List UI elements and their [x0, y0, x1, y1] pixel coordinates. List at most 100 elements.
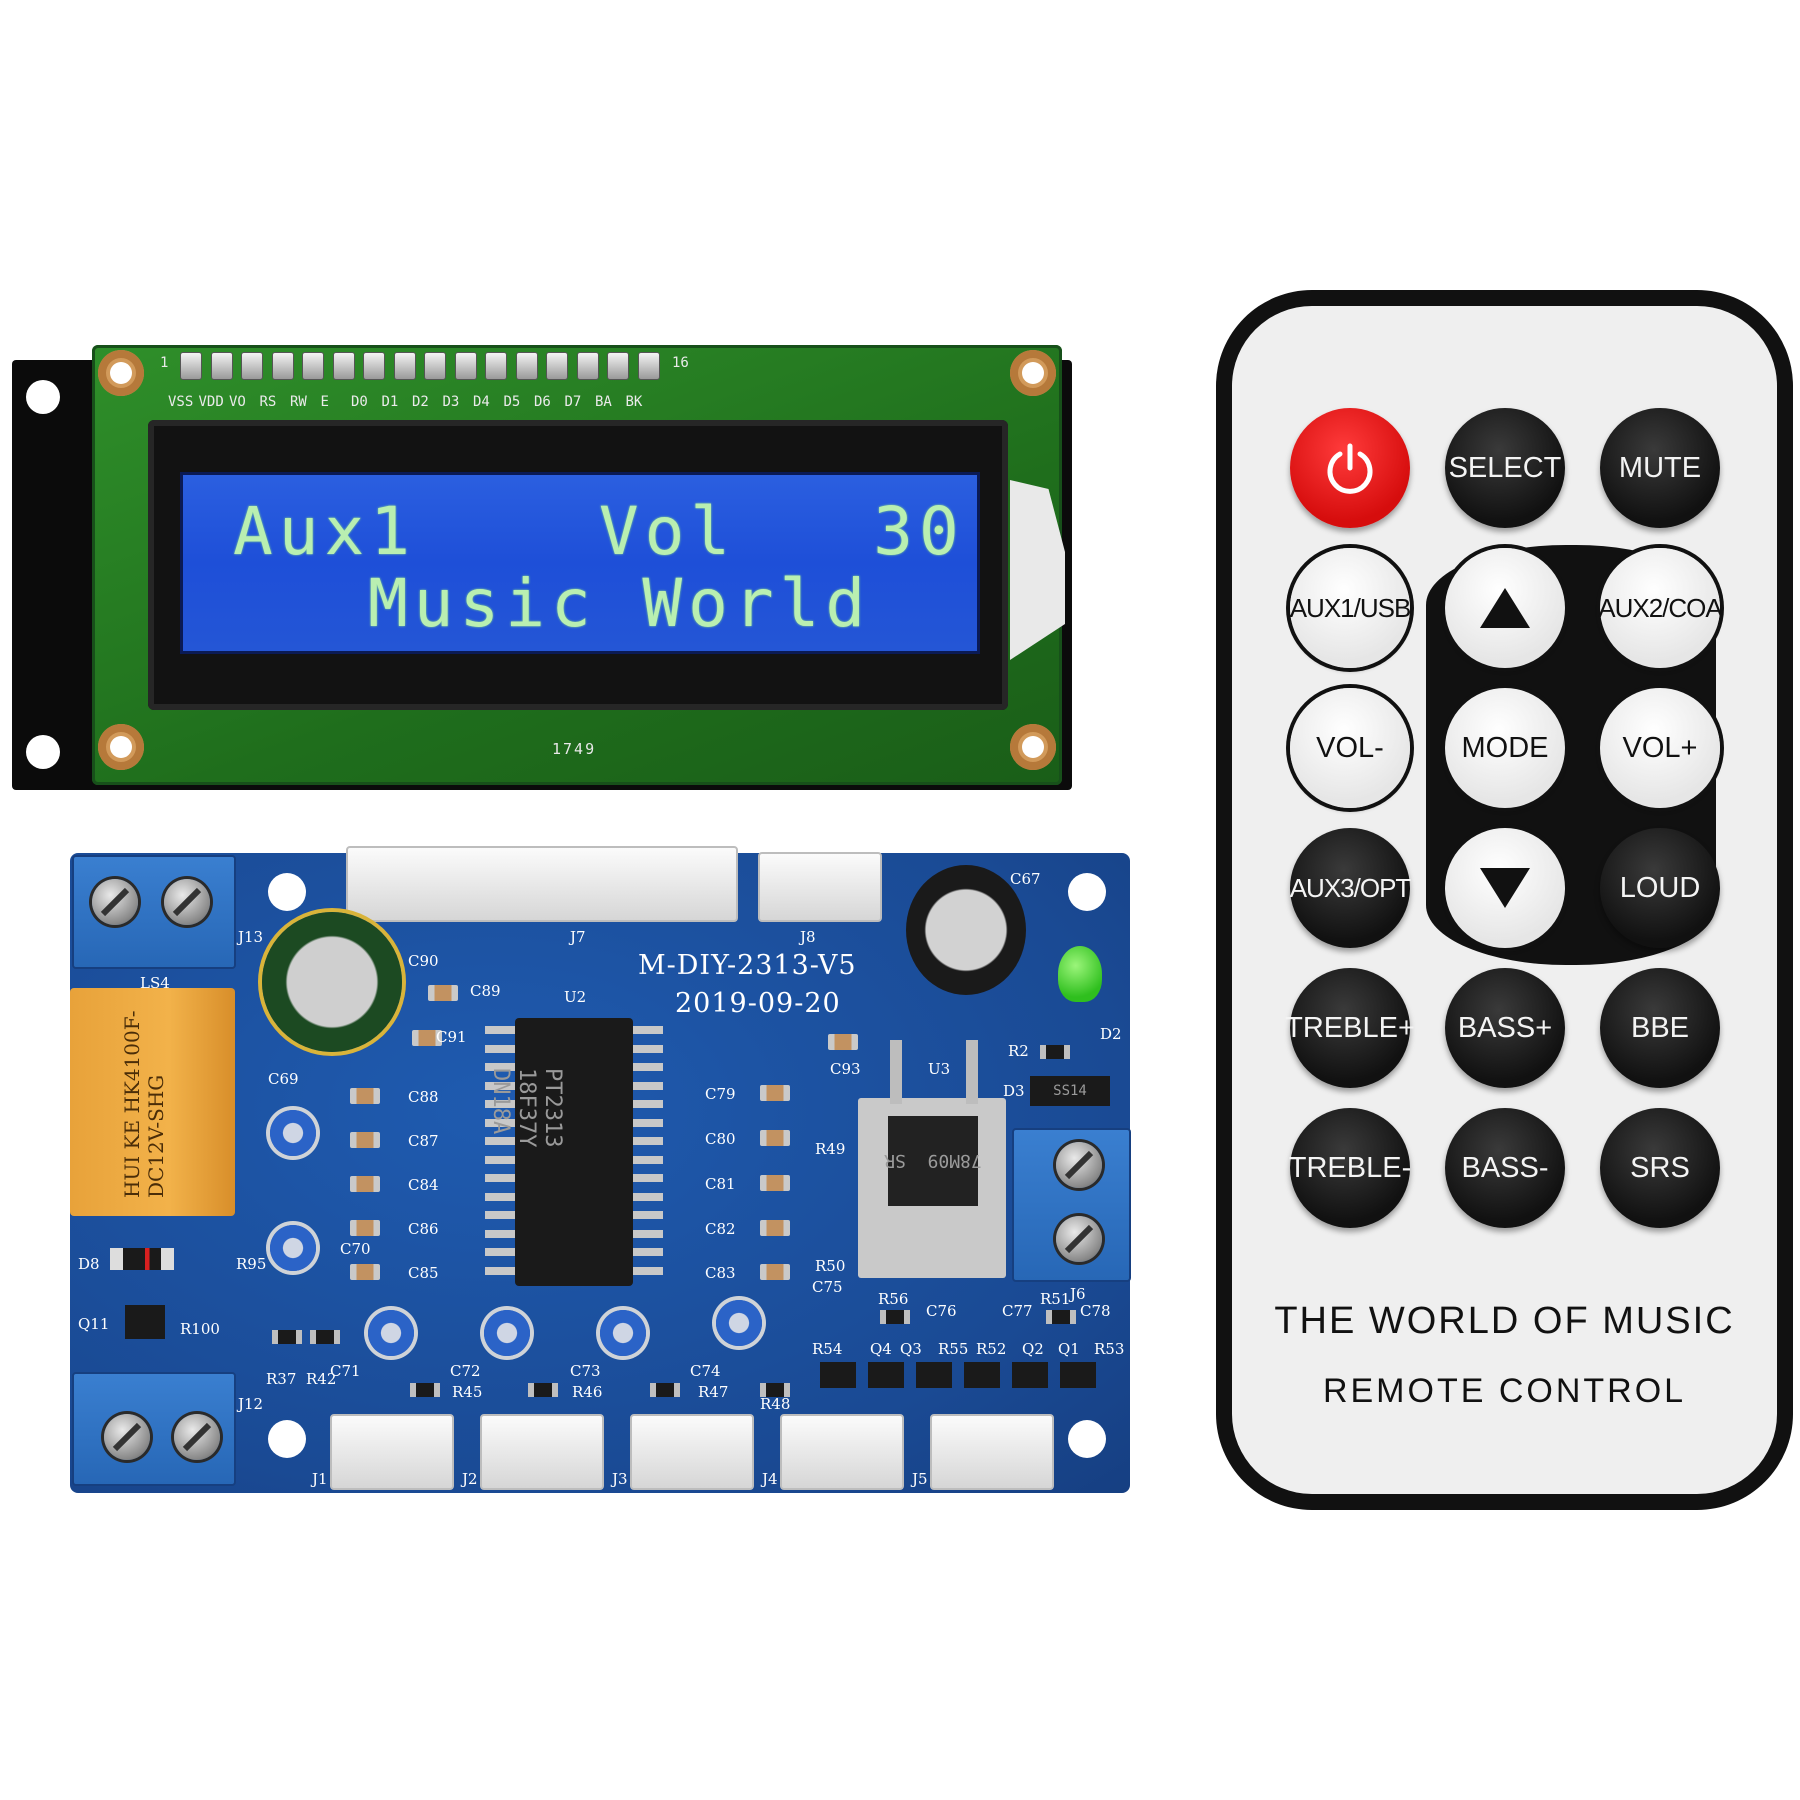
silkscreen-label: C70 [340, 1240, 371, 1258]
triangle-up-icon [1480, 588, 1530, 628]
lcd-pin-label: D1 [381, 394, 399, 410]
ic-pin [485, 1100, 515, 1108]
ic-pin [633, 1192, 663, 1201]
lcd-header-pin [576, 352, 599, 380]
lcd-mount-hole [98, 350, 144, 396]
lcd-mount-hole [98, 724, 144, 770]
smd-capacitor [760, 1130, 790, 1146]
ic-pin [485, 1137, 515, 1145]
ic-pin [633, 1100, 663, 1108]
power-button[interactable] [1290, 408, 1410, 528]
srs-button[interactable]: SRS [1600, 1108, 1720, 1228]
aux1-usb-button[interactable]: AUX1/USB [1289, 548, 1412, 668]
vol-plus-button[interactable]: VOL+ [1600, 688, 1720, 808]
connector-j4 [780, 1414, 904, 1490]
treble-minus-button[interactable]: TREBLE- [1289, 1108, 1411, 1228]
up-button[interactable] [1445, 548, 1565, 668]
lcd-pin-last-label: 16 [672, 355, 689, 371]
silkscreen-label: R52 [976, 1340, 1007, 1358]
silkscreen-label: J13 [238, 928, 264, 946]
board-title: M-DIY-2313-V5 [638, 950, 857, 981]
lcd-header-pin [515, 352, 538, 380]
silkscreen-label: R51 [1040, 1290, 1071, 1308]
ic-pin [633, 1081, 663, 1090]
silkscreen-label: C74 [690, 1362, 721, 1380]
silkscreen-label: J8 [800, 928, 816, 946]
mute-button[interactable]: MUTE [1600, 408, 1720, 528]
aux3-opt-button[interactable]: AUX3/OPT [1290, 828, 1411, 948]
loud-button[interactable]: LOUD [1600, 828, 1720, 948]
silkscreen-label: R42 [306, 1370, 337, 1388]
pcb-mount-hole [1068, 1420, 1106, 1458]
select-button[interactable]: SELECT [1445, 408, 1565, 528]
lcd-header-pin [363, 352, 385, 380]
ic-pin [633, 1248, 663, 1256]
bbe-button[interactable]: BBE [1600, 968, 1720, 1088]
lcd-pin-label: RS [259, 394, 277, 410]
silkscreen-label: R46 [572, 1383, 603, 1401]
lcd-header-pin [180, 352, 202, 380]
silkscreen-label: C82 [705, 1220, 736, 1238]
frame-hole [1085, 380, 1119, 414]
ic-pin [485, 1229, 515, 1238]
diode-d8 [110, 1248, 174, 1270]
pcb-mount-hole [268, 873, 306, 911]
ic-pin [633, 1155, 663, 1164]
treble-plus-button[interactable]: TREBLE+ [1285, 968, 1415, 1088]
silkscreen-label: C76 [926, 1302, 957, 1320]
smd-capacitor [350, 1220, 380, 1236]
ic-pin [485, 1044, 515, 1053]
connector-j1 [330, 1414, 454, 1490]
screw-icon [174, 1414, 220, 1460]
down-button[interactable] [1445, 828, 1565, 948]
lcd-pin-label: D3 [442, 394, 460, 410]
capacitor-c73 [600, 1310, 646, 1356]
smd-resistor [528, 1383, 558, 1397]
aux1-usb-label: AUX1/USB [1289, 592, 1412, 623]
connector-j3 [630, 1414, 754, 1490]
silkscreen-label: J3 [612, 1470, 628, 1488]
lcd-date-code: 1749 [552, 740, 597, 758]
bass-minus-button[interactable]: BASS- [1445, 1108, 1565, 1228]
mode-button[interactable]: MODE [1445, 688, 1565, 808]
vol-minus-button[interactable]: VOL- [1290, 688, 1410, 808]
screw-icon [164, 879, 210, 925]
silkscreen-label: C93 [830, 1060, 861, 1078]
bass-plus-button[interactable]: BASS+ [1445, 968, 1565, 1088]
aux2-coa-button[interactable]: AUX2/COA [1598, 548, 1723, 668]
board-date: 2019-09-20 [675, 988, 841, 1019]
silkscreen-label: C80 [705, 1130, 736, 1148]
relay: HUI KE HK4100F-DC12V-SHG [70, 988, 235, 1216]
smd-capacitor [760, 1175, 790, 1191]
smd-resistor [272, 1330, 302, 1344]
silkscreen-label: C88 [408, 1088, 439, 1106]
ic-pin [633, 1063, 663, 1071]
ic-pin [485, 1266, 515, 1275]
smd-resistor [310, 1330, 340, 1344]
screw-icon [1056, 1216, 1102, 1262]
capacitor-c70 [270, 1225, 316, 1271]
frame-hole [26, 735, 60, 769]
lcd-pin-label: D4 [473, 394, 490, 410]
silkscreen-label: R45 [452, 1383, 483, 1401]
frame-hole [26, 380, 60, 414]
transistor-q11 [125, 1305, 165, 1339]
regulator-lead [966, 1040, 978, 1104]
lcd-pin-label: VSS [168, 394, 194, 410]
ic-pin [485, 1063, 515, 1071]
lcd-pin-label: BK [625, 394, 643, 410]
silkscreen-label: C69 [268, 1070, 299, 1088]
lcd-header-pin [607, 352, 629, 380]
ic-pin [485, 1192, 515, 1201]
silkscreen-label: C89 [470, 982, 501, 1000]
silkscreen-label: J4 [762, 1470, 778, 1488]
ic-pin [485, 1118, 515, 1127]
ic-pin [633, 1174, 663, 1182]
ic-pin [633, 1211, 663, 1219]
lcd-mount-hole [1010, 724, 1056, 770]
electrolytic-capacitor-c90 [262, 912, 402, 1052]
lcd-mount-hole [1010, 350, 1056, 396]
silkscreen-label: C87 [408, 1132, 439, 1150]
smd-resistor [410, 1383, 440, 1397]
lcd-header-pin [302, 352, 324, 380]
